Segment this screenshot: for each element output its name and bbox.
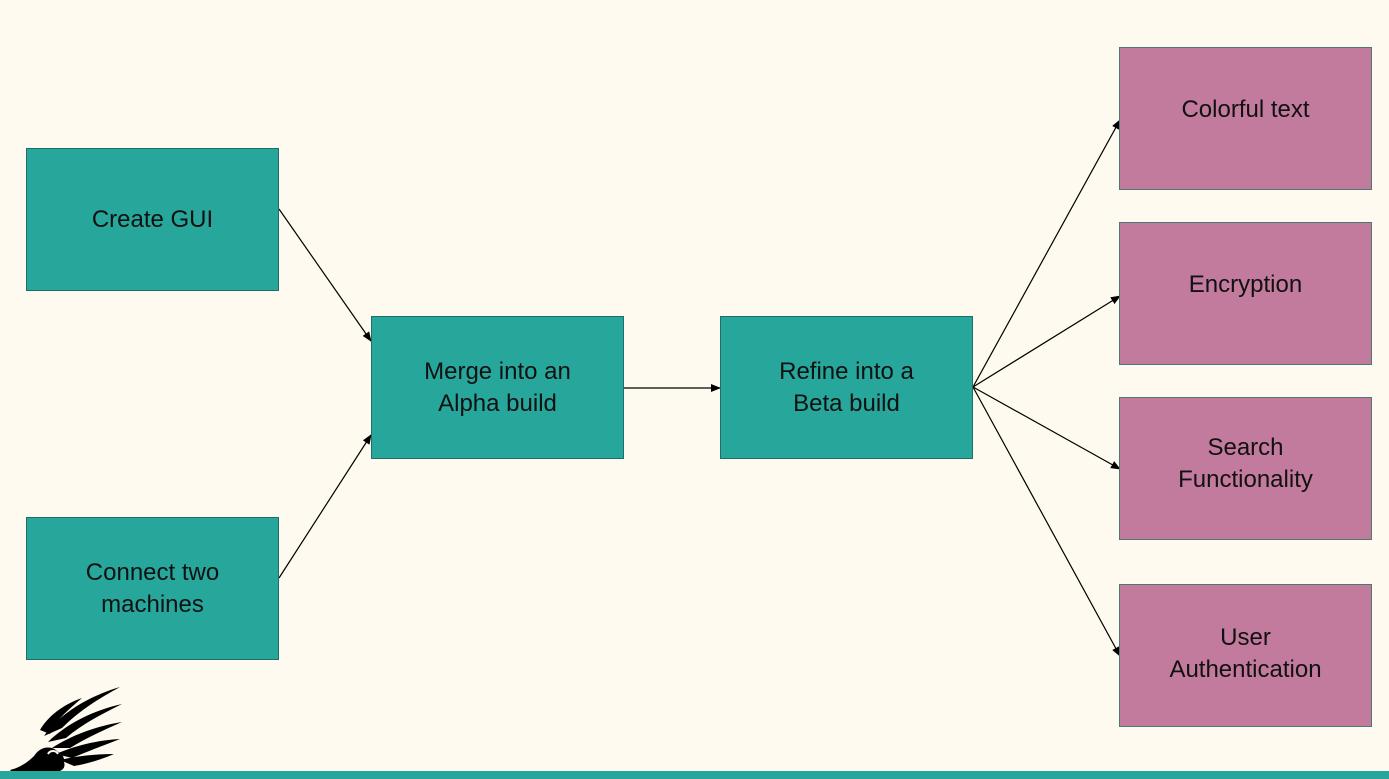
node-create-gui: Create GUI [26,148,279,291]
node-label: Colorful text [1181,95,1310,123]
winged-shoe-icon [10,687,122,772]
bottom-accent-bar [0,771,1389,779]
node-user-authentication: User Authentication [1119,584,1372,727]
node-colorful-text: Colorful text [1119,47,1372,190]
edge-beta-to-user-auth [972,386,1121,657]
node-connect-machines: Connect two machines [26,517,279,660]
node-label: Create GUI [91,205,214,233]
edge-connect-machines-to-alpha [278,434,372,579]
node-alpha-build: Merge into an Alpha build [371,316,624,459]
node-label: Search Functionality [1178,433,1313,493]
node-label: Refine into a Beta build [779,357,914,417]
node-label: Encryption [1188,270,1303,298]
edge-beta-to-colorful-text [972,119,1121,388]
node-label: Connect two machines [85,558,220,618]
node-beta-build: Refine into a Beta build [720,316,973,459]
edge-create-gui-to-alpha [278,208,372,342]
edge-beta-to-encryption [972,295,1121,388]
node-search-functionality: Search Functionality [1119,397,1372,540]
node-label: Merge into an Alpha build [424,357,571,417]
node-label: User Authentication [1169,623,1322,683]
node-encryption: Encryption [1119,222,1372,365]
edge-beta-to-search [972,386,1121,470]
